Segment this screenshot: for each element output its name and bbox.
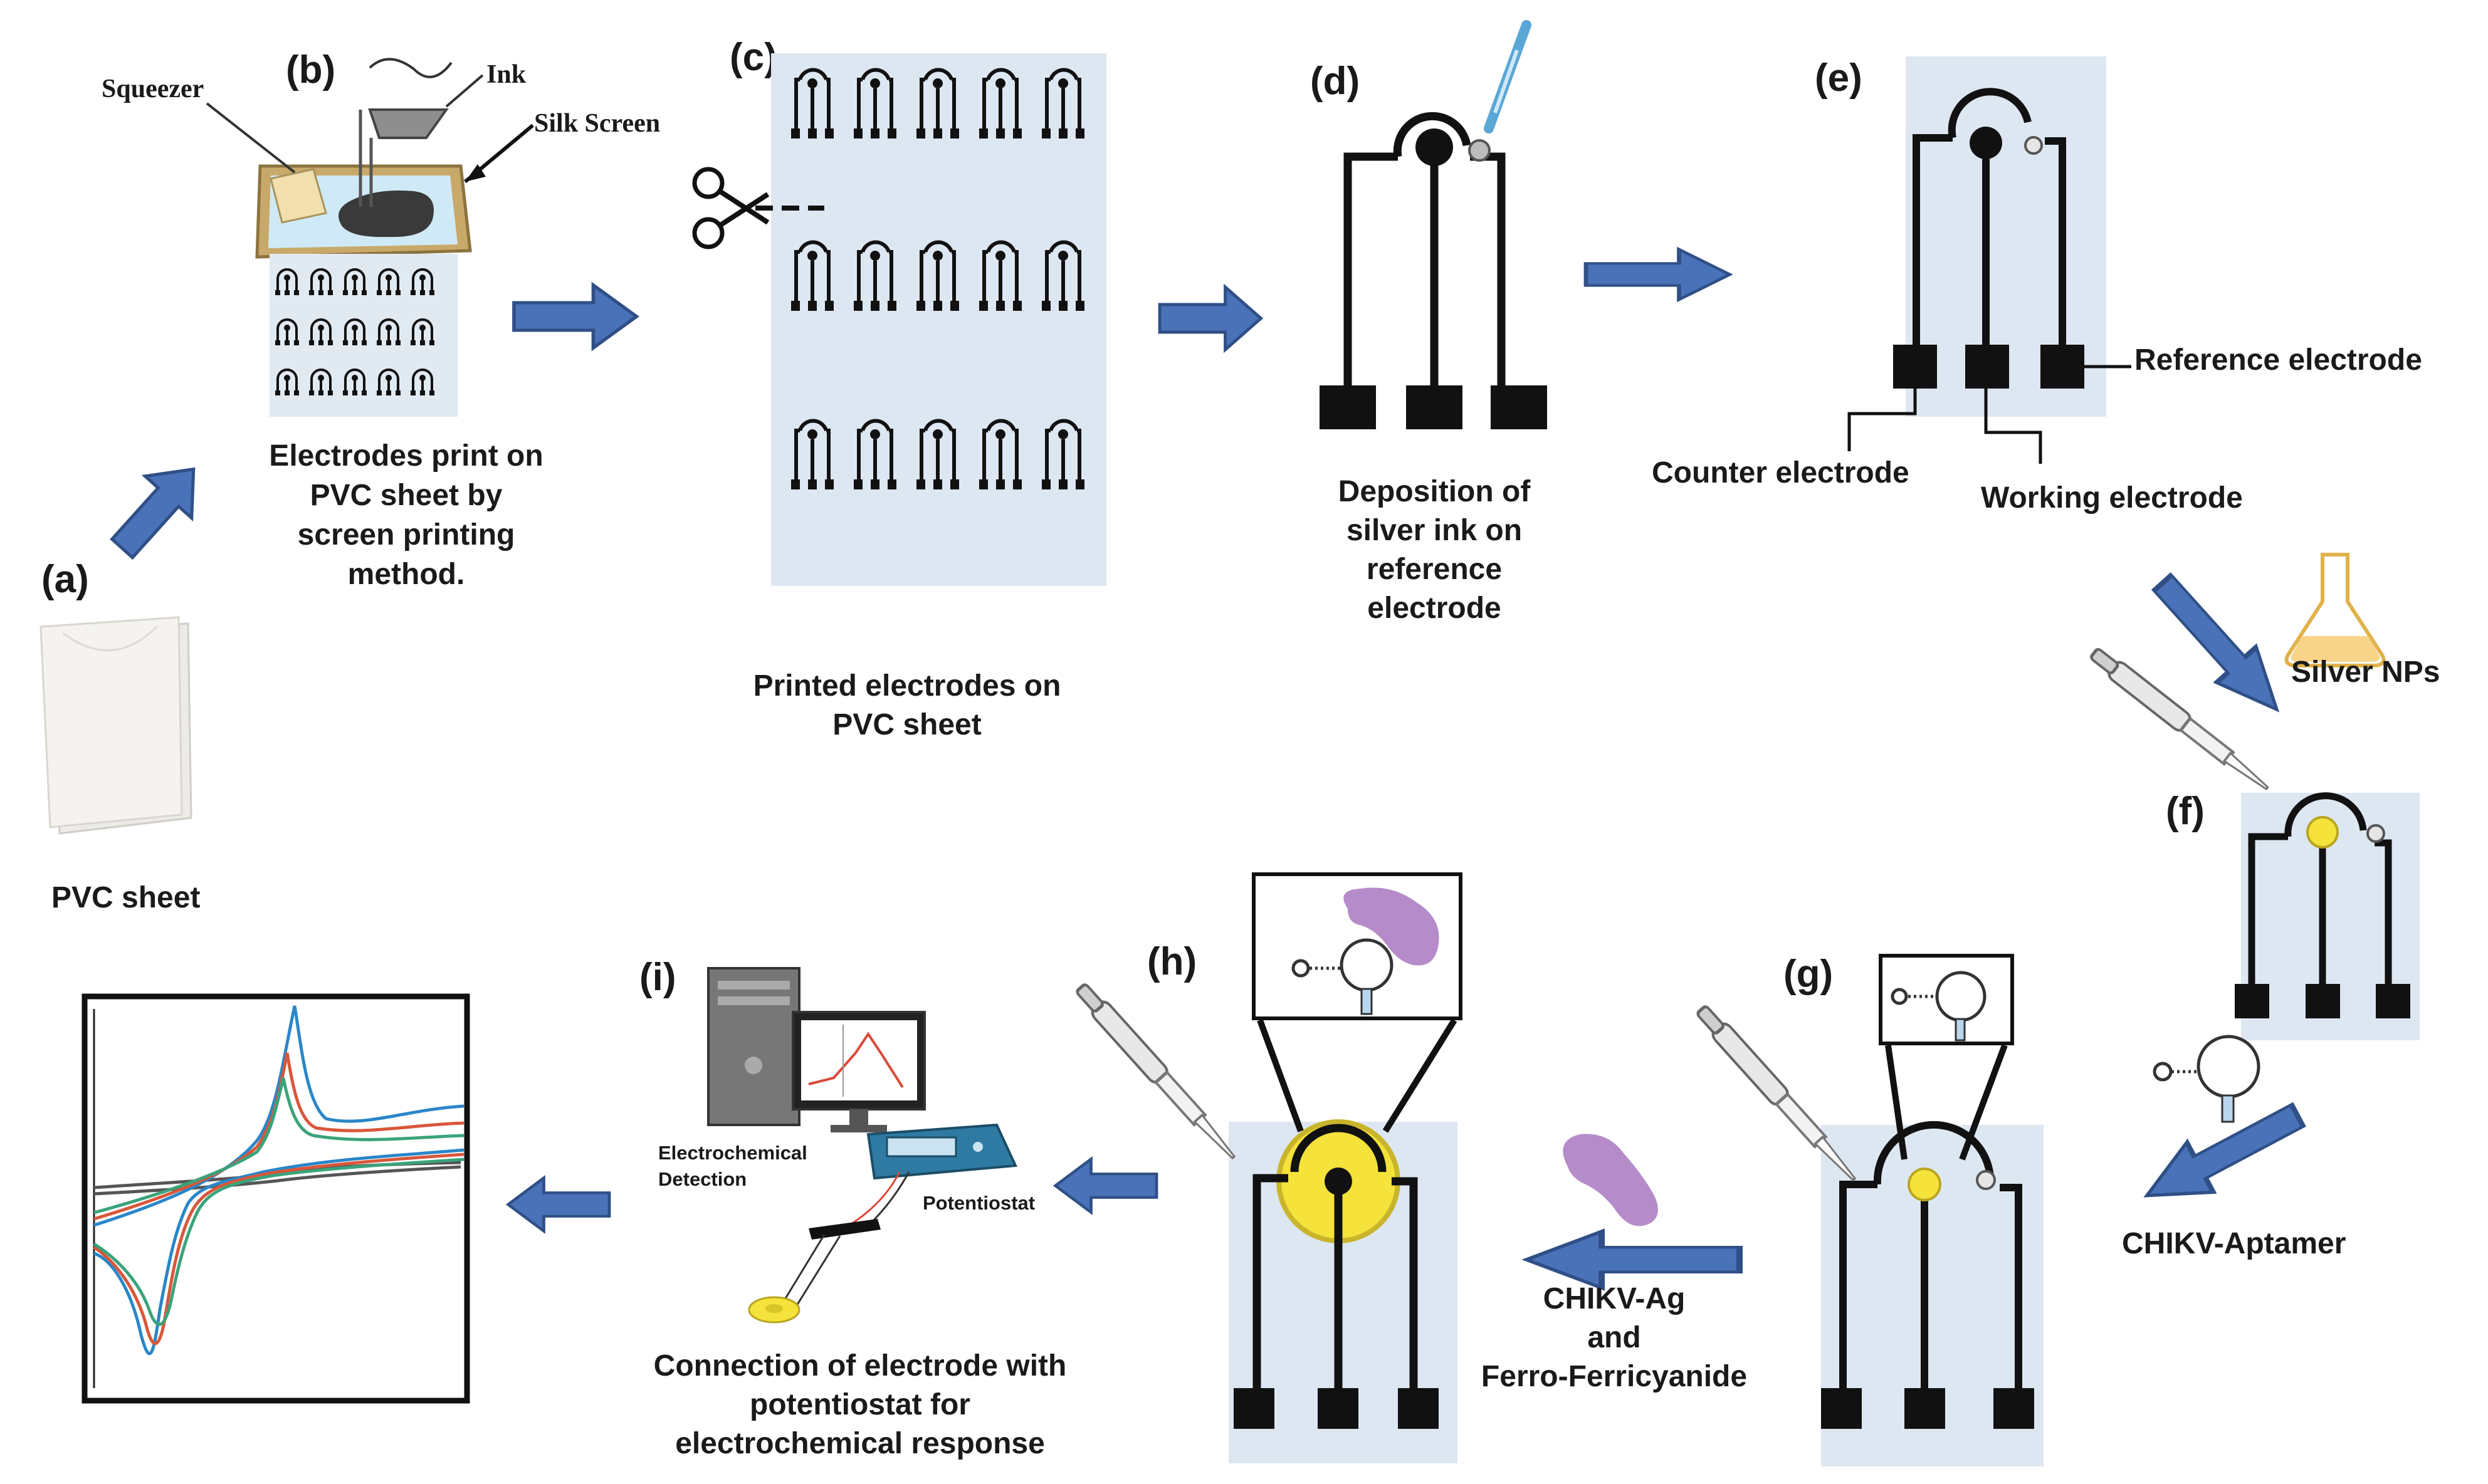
electrode-connection-icon bbox=[748, 1171, 910, 1324]
pvc-sheet-stack bbox=[39, 616, 192, 835]
potentiostat-label: Potentiostat bbox=[923, 1192, 1035, 1214]
working-electrode-dot-h bbox=[1325, 1168, 1352, 1195]
arrow-i-to-cv bbox=[508, 1178, 610, 1231]
arrow-g-to-h bbox=[1526, 1231, 1740, 1288]
arrow-d-to-e bbox=[1586, 249, 1730, 300]
printed-caption: Printed electrodes on PVC sheet bbox=[753, 669, 1061, 741]
printed-pattern-sheet bbox=[270, 254, 458, 417]
cv-curve-red bbox=[93, 1052, 465, 1346]
squeezer-pointer bbox=[206, 102, 296, 174]
silk-screen-frame bbox=[255, 164, 472, 259]
antigen-caption: CHIKV-Ag and Ferro-Ferricyanide bbox=[1481, 1282, 1747, 1393]
svg-text:Detection: Detection bbox=[658, 1168, 747, 1190]
svg-text:and: and bbox=[1587, 1321, 1640, 1354]
deposition-caption: Deposition of silver ink on reference el… bbox=[1338, 475, 1531, 625]
svg-text:Electrochemical: Electrochemical bbox=[658, 1142, 807, 1164]
panel-label-i: (i) bbox=[639, 956, 676, 999]
electrode-pads-h bbox=[1234, 1388, 1439, 1429]
cv-plot bbox=[81, 993, 470, 1404]
silk-screen-label: Silk Screen bbox=[534, 109, 660, 138]
print-caption: Electrodes print on PVC sheet by screen … bbox=[269, 439, 543, 591]
silk-screen-arrowhead bbox=[465, 164, 486, 182]
aptamer-label: CHIKV-Aptamer bbox=[2122, 1227, 2346, 1260]
electrode-pads-d bbox=[1320, 385, 1547, 429]
svg-text:potentiostat for: potentiostat for bbox=[750, 1388, 970, 1421]
svg-text:Connection of electrode with: Connection of electrode with bbox=[654, 1349, 1067, 1382]
electrode-leader-lines bbox=[1847, 365, 2131, 464]
svg-text:electrode: electrode bbox=[1367, 592, 1501, 625]
panel-label-a: (a) bbox=[41, 558, 89, 601]
electrode-pads-f bbox=[2235, 984, 2410, 1018]
reference-silver-dot-e bbox=[2024, 136, 2043, 155]
panel-label-b: (b) bbox=[286, 48, 335, 91]
ink-dispenser bbox=[359, 58, 453, 207]
svg-text:Electrodes print on: Electrodes print on bbox=[269, 439, 543, 473]
connection-caption: Connection of electrode with potentiosta… bbox=[654, 1349, 1067, 1460]
arrow-h-to-i bbox=[1056, 1159, 1157, 1213]
panel-label-d: (d) bbox=[1310, 60, 1360, 103]
single-electrode-h bbox=[1252, 1124, 1418, 1404]
zoom-lines-h bbox=[1257, 1018, 1457, 1133]
electrode-pads-e bbox=[1893, 345, 2084, 389]
svg-text:CHIKV-Ag: CHIKV-Ag bbox=[1543, 1282, 1686, 1315]
svg-text:method.: method. bbox=[348, 558, 465, 591]
dropper-icon bbox=[1484, 20, 1531, 133]
single-electrode-d bbox=[1343, 112, 1506, 406]
arrow-c-to-d bbox=[1160, 287, 1261, 350]
printed-electrode-sheet bbox=[771, 53, 1106, 586]
panel-label-g: (g) bbox=[1783, 953, 1833, 996]
svg-text:Deposition of: Deposition of bbox=[1338, 475, 1531, 508]
aptamer-icon bbox=[2153, 1035, 2260, 1123]
reference-dot-g bbox=[1976, 1170, 1996, 1190]
panel-label-h: (h) bbox=[1147, 940, 1197, 983]
silver-np-dot-f bbox=[2306, 816, 2339, 849]
single-electrode-f bbox=[2248, 792, 2392, 996]
svg-text:silver ink on: silver ink on bbox=[1346, 514, 1522, 547]
svg-text:Printed electrodes on: Printed electrodes on bbox=[753, 669, 1061, 703]
antigen-zoom-box-h bbox=[1252, 872, 1462, 1020]
counter-electrode-label: Counter electrode bbox=[1652, 456, 1909, 489]
silver-nps-label: Silver NPs bbox=[2291, 656, 2440, 689]
ink-label: Ink bbox=[486, 60, 527, 89]
pipette-icon-h bbox=[1073, 981, 1241, 1164]
flask-icon bbox=[2284, 553, 2386, 667]
svg-text:PVC sheet: PVC sheet bbox=[832, 708, 981, 741]
svg-text:reference: reference bbox=[1367, 553, 1502, 586]
single-electrode-e bbox=[1913, 88, 2066, 367]
arrow-a-to-b bbox=[99, 448, 217, 569]
squeezer-label: Squeezer bbox=[102, 75, 204, 103]
svg-text:PVC sheet by: PVC sheet by bbox=[310, 479, 503, 512]
svg-text:Ferro-Ferricyanide: Ferro-Ferricyanide bbox=[1481, 1360, 1747, 1393]
working-electrode-dot-d bbox=[1415, 128, 1453, 166]
working-electrode-dot-e bbox=[1970, 127, 2002, 159]
computer-icon bbox=[707, 967, 926, 1132]
pipette-icon-g bbox=[1694, 1003, 1861, 1186]
arrow-b-to-c bbox=[514, 285, 637, 348]
svg-text:electrochemical response: electrochemical response bbox=[675, 1427, 1045, 1460]
silver-drop-d bbox=[1468, 139, 1491, 162]
panel-label-e: (e) bbox=[1815, 56, 1862, 100]
aptamer-zoom-box-g bbox=[1879, 954, 2014, 1045]
reference-electrode-label: Reference electrode bbox=[2134, 343, 2422, 377]
antigen-icon bbox=[1563, 1134, 1658, 1226]
detection-label: Electrochemical Detection bbox=[658, 1142, 807, 1190]
pvc-sheet-label: PVC sheet bbox=[51, 881, 200, 914]
working-electrode-label: Working electrode bbox=[1981, 481, 2243, 515]
scissors-icon bbox=[692, 167, 824, 249]
panel-label-f: (f) bbox=[2166, 790, 2205, 833]
ink-pointer bbox=[445, 74, 484, 108]
svg-text:screen printing: screen printing bbox=[298, 518, 515, 551]
cv-curve-green bbox=[93, 1077, 465, 1326]
potentiostat-icon bbox=[866, 1123, 1018, 1180]
electrode-pads-g bbox=[1821, 1388, 2034, 1429]
reference-dot-f bbox=[2366, 824, 2385, 843]
panel-label-c: (c) bbox=[730, 36, 777, 79]
single-electrode-g bbox=[1839, 1121, 2022, 1404]
silver-np-dot-g bbox=[1908, 1168, 1941, 1201]
